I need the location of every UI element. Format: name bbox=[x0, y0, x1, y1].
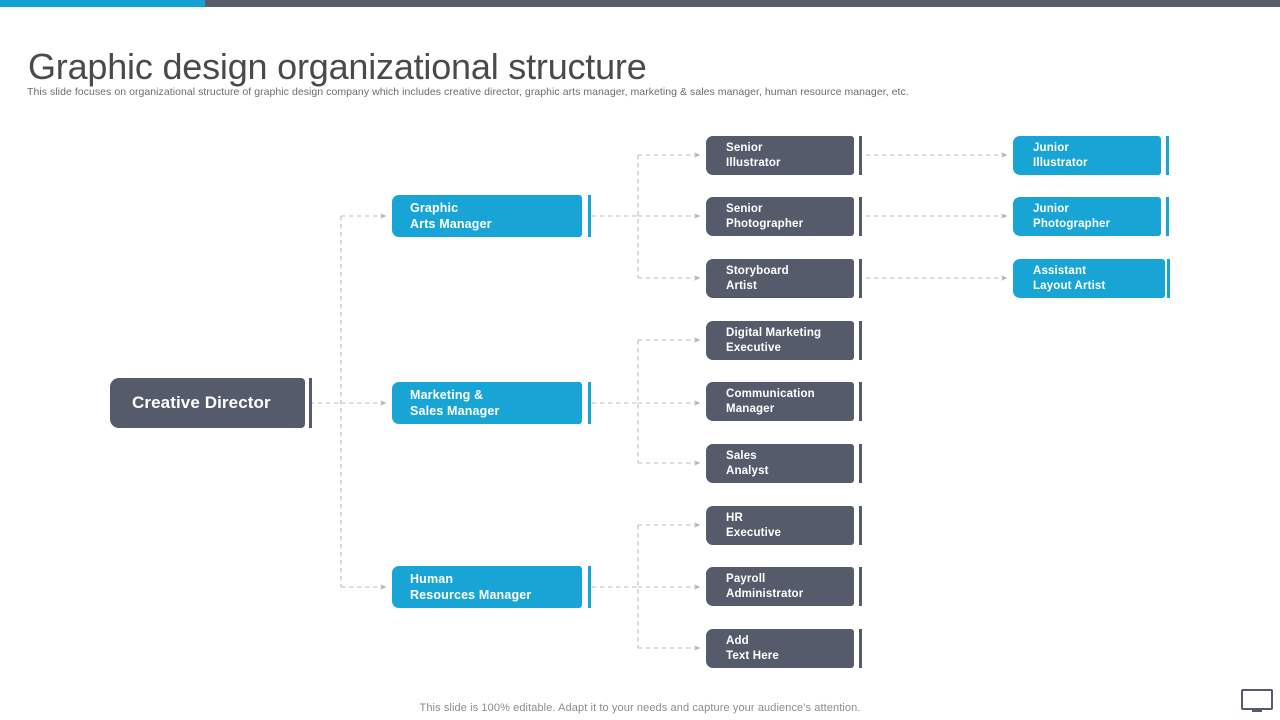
node-hr-executive[interactable]: HR Executive bbox=[706, 506, 854, 545]
node-label: Senior Illustrator bbox=[726, 141, 781, 169]
node-accent-hr-executive bbox=[859, 506, 862, 545]
node-accent-assistant-layout-artist bbox=[1167, 259, 1170, 298]
node-accent-senior-photographer bbox=[859, 197, 862, 236]
page-subtitle: This slide focuses on organizational str… bbox=[27, 86, 909, 98]
node-junior-illustrator[interactable]: Junior Illustrator bbox=[1013, 136, 1161, 175]
node-label: Junior Illustrator bbox=[1033, 141, 1088, 169]
node-label: Marketing & Sales Manager bbox=[410, 388, 500, 418]
node-storyboard-artist[interactable]: Storyboard Artist bbox=[706, 259, 854, 298]
node-assistant-layout-artist[interactable]: Assistant Layout Artist bbox=[1013, 259, 1165, 298]
node-graphic-arts-manager[interactable]: Graphic Arts Manager bbox=[392, 195, 582, 237]
node-accent-human-resources-manager bbox=[588, 566, 591, 608]
node-accent-junior-illustrator bbox=[1166, 136, 1169, 175]
node-payroll-administrator[interactable]: Payroll Administrator bbox=[706, 567, 854, 606]
node-add-text-here[interactable]: Add Text Here bbox=[706, 629, 854, 668]
node-junior-photographer[interactable]: Junior Photographer bbox=[1013, 197, 1161, 236]
top-accent-bar bbox=[0, 0, 1280, 7]
node-accent-communication-manager bbox=[859, 382, 862, 421]
node-human-resources-manager[interactable]: Human Resources Manager bbox=[392, 566, 582, 608]
node-label: Junior Photographer bbox=[1033, 202, 1111, 230]
node-accent-creative-director bbox=[309, 378, 312, 428]
node-sales-analyst[interactable]: Sales Analyst bbox=[706, 444, 854, 483]
monitor-icon bbox=[1241, 689, 1273, 712]
node-label: HR Executive bbox=[726, 511, 782, 539]
node-senior-illustrator[interactable]: Senior Illustrator bbox=[706, 136, 854, 175]
node-label: Payroll Administrator bbox=[726, 572, 804, 600]
node-label: Communication Manager bbox=[726, 387, 815, 415]
node-label: Graphic Arts Manager bbox=[410, 201, 492, 231]
node-label: Digital Marketing Executive bbox=[726, 326, 822, 354]
footer-note: This slide is 100% editable. Adapt it to… bbox=[419, 702, 861, 714]
node-accent-sales-analyst bbox=[859, 444, 862, 483]
node-accent-storyboard-artist bbox=[859, 259, 862, 298]
node-digital-marketing-executive[interactable]: Digital Marketing Executive bbox=[706, 321, 854, 360]
node-label: Assistant Layout Artist bbox=[1033, 264, 1106, 292]
node-label: Add Text Here bbox=[726, 634, 779, 662]
node-accent-marketing-sales-manager bbox=[588, 382, 591, 424]
node-label: Creative Director bbox=[132, 393, 271, 413]
node-accent-junior-photographer bbox=[1166, 197, 1169, 236]
top-accent-blue-segment bbox=[0, 0, 205, 7]
node-senior-photographer[interactable]: Senior Photographer bbox=[706, 197, 854, 236]
node-accent-add-text-here bbox=[859, 629, 862, 668]
top-accent-gray-segment bbox=[205, 0, 1280, 7]
node-communication-manager[interactable]: Communication Manager bbox=[706, 382, 854, 421]
node-label: Human Resources Manager bbox=[410, 572, 532, 602]
node-label: Sales Analyst bbox=[726, 449, 769, 477]
node-accent-senior-illustrator bbox=[859, 136, 862, 175]
node-accent-payroll-administrator bbox=[859, 567, 862, 606]
node-label: Senior Photographer bbox=[726, 202, 804, 230]
node-creative-director[interactable]: Creative Director bbox=[110, 378, 305, 428]
node-accent-graphic-arts-manager bbox=[588, 195, 591, 237]
node-marketing-sales-manager[interactable]: Marketing & Sales Manager bbox=[392, 382, 582, 424]
node-accent-digital-marketing-executive bbox=[859, 321, 862, 360]
node-label: Storyboard Artist bbox=[726, 264, 789, 292]
page-title: Graphic design organizational structure bbox=[28, 46, 647, 88]
